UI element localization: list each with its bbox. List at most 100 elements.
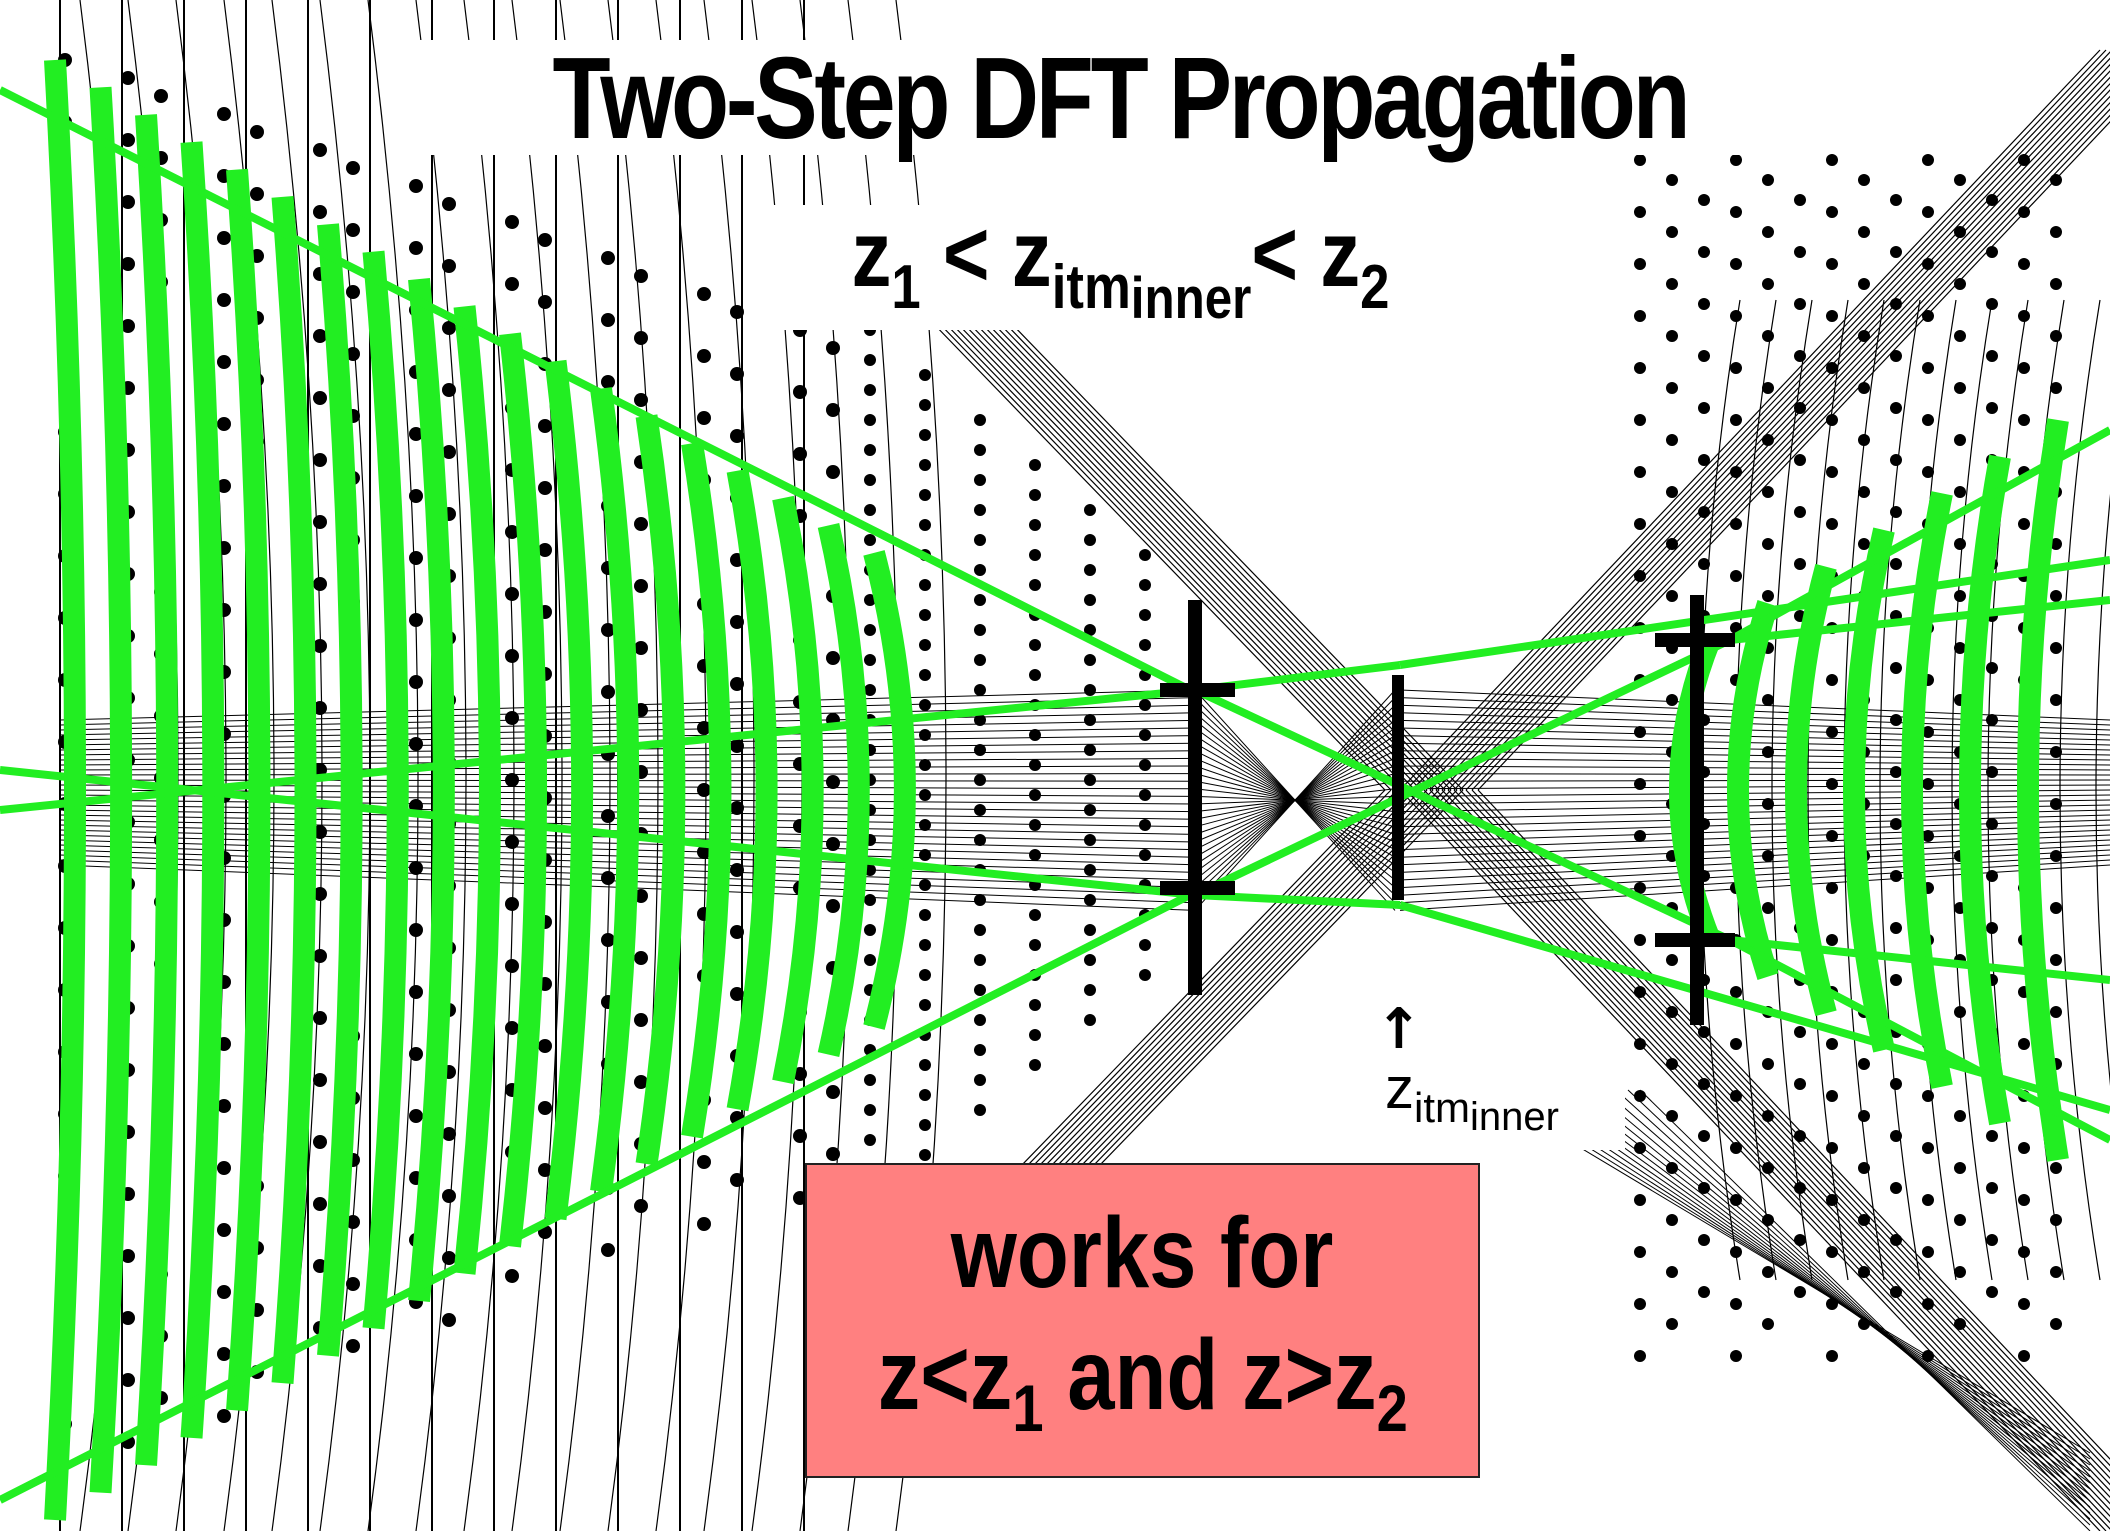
sample-dot	[730, 987, 744, 1001]
cone-line	[1483, 1089, 2091, 1454]
sample-dot	[1139, 849, 1151, 861]
sample-dot	[313, 1197, 327, 1211]
sample-dot	[864, 504, 876, 516]
green-beam-line	[0, 86, 1192, 694]
sample-dot	[2018, 1038, 2030, 1050]
sample-dot	[1634, 362, 1646, 374]
title-panel: Two-Step DFT Propagation	[420, 40, 1820, 156]
sample-dot	[2050, 226, 2062, 238]
sample-dot	[864, 444, 876, 456]
cone-line	[1459, 789, 2110, 1479]
fan-ray	[1399, 799, 2110, 813]
sample-dot	[1139, 789, 1151, 801]
sample-dot	[1730, 414, 1742, 426]
sample-dot	[1890, 1078, 1902, 1090]
sample-dot	[919, 939, 931, 951]
sample-dot	[793, 1067, 807, 1081]
cone-line	[983, 319, 1440, 791]
sample-dot	[2050, 694, 2062, 706]
green-wavefront	[1727, 599, 1779, 981]
sample-dot	[730, 1173, 744, 1187]
sample-dot	[1954, 486, 1966, 498]
sample-dot	[2018, 1142, 2030, 1154]
sample-dot	[1084, 774, 1096, 786]
sample-dot	[1634, 570, 1646, 582]
sample-dot	[409, 737, 423, 751]
sample-dot	[1666, 590, 1678, 602]
sample-dot	[1826, 1090, 1838, 1102]
sample-dot	[634, 889, 648, 903]
sample-dot	[505, 959, 519, 973]
cone-line	[1453, 95, 2110, 791]
sample-dot	[1826, 778, 1838, 790]
sample-dot	[1698, 1130, 1710, 1142]
sample-dot	[1986, 350, 1998, 362]
sample-dot	[793, 1129, 807, 1143]
sample-dot	[864, 474, 876, 486]
sample-dot	[1858, 382, 1870, 394]
sample-dot	[121, 257, 135, 271]
sample-dot	[974, 414, 986, 426]
sample-dot	[1666, 330, 1678, 342]
sample-dot	[1029, 999, 1041, 1011]
sample-dot	[1954, 1110, 1966, 1122]
sample-dot	[1762, 590, 1774, 602]
green-wavefront	[1959, 454, 2011, 1126]
sample-dot	[864, 654, 876, 666]
sample-dot	[1634, 986, 1646, 998]
cone-line	[1465, 108, 2110, 791]
sample-dot	[919, 489, 931, 501]
sample-dot	[313, 391, 327, 405]
sample-dot	[1890, 766, 1902, 778]
green-beam-line	[0, 686, 1196, 814]
sample-dot	[505, 1021, 519, 1035]
sample-dot	[1666, 1266, 1678, 1278]
fan-ray	[1399, 719, 2110, 741]
sample-dot	[730, 367, 744, 381]
sample-dot	[974, 474, 986, 486]
sample-dot	[1826, 934, 1838, 946]
green-wavefront	[863, 550, 916, 1030]
sample-dot	[919, 429, 931, 441]
sample-dot	[217, 1161, 231, 1175]
sample-dot	[1794, 1130, 1806, 1142]
sample-dot	[1634, 1246, 1646, 1258]
sample-dot	[1762, 1214, 1774, 1226]
sample-dot	[1858, 434, 1870, 446]
sample-dot	[826, 775, 840, 789]
sample-dot	[864, 894, 876, 906]
sample-dot	[313, 1011, 327, 1025]
sample-dot	[730, 305, 744, 319]
cone-line	[1615, 1089, 2091, 1520]
sample-dot	[697, 783, 711, 797]
fan-ray	[1399, 834, 2110, 866]
sample-dot	[1730, 310, 1742, 322]
cone-line	[935, 319, 1392, 791]
sample-dot	[864, 624, 876, 636]
sample-dot	[1890, 402, 1902, 414]
sample-dot	[1922, 414, 1934, 426]
sample-dot	[313, 143, 327, 157]
sample-dot	[1666, 694, 1678, 706]
sample-dot	[919, 669, 931, 681]
sample-dot	[1954, 174, 1966, 186]
cone-line	[1471, 789, 2110, 1467]
cone-line	[1447, 789, 2110, 1492]
sample-dot	[505, 1269, 519, 1283]
sample-dot	[1698, 298, 1710, 310]
fan-ray	[1399, 804, 2110, 820]
sample-dot	[974, 804, 986, 816]
sample-dot	[505, 711, 519, 725]
sample-dot	[1084, 504, 1096, 516]
green-wavefront	[726, 468, 778, 1112]
sample-dot	[1666, 1058, 1678, 1070]
sample-dot	[864, 1104, 876, 1116]
sample-dot	[409, 427, 423, 441]
sample-dot	[346, 1215, 360, 1229]
sample-dot	[1794, 246, 1806, 258]
sample-dot	[974, 684, 986, 696]
sample-dot	[1922, 154, 1934, 166]
sample-dot	[974, 654, 986, 666]
fan-ray	[1194, 689, 1396, 911]
